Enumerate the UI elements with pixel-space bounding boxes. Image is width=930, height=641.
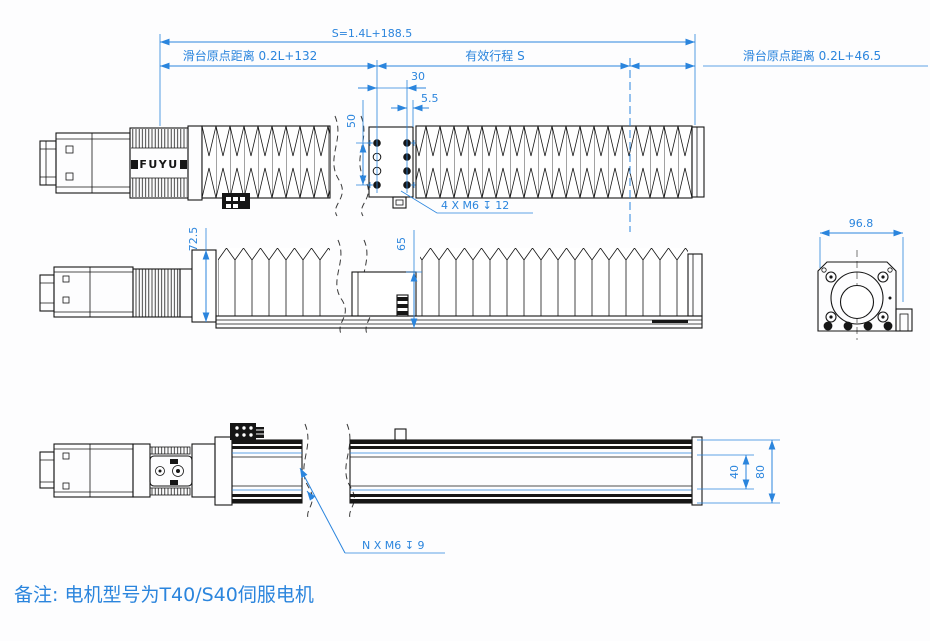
dimension-65: 65 [395,230,422,328]
end-flange-plan [214,436,233,506]
dimension-72-5: 72.5 [187,227,210,322]
view-top-plan-of-slider: FUYU [39,115,705,217]
motor-plan [39,443,134,498]
dim-80: 80 [754,465,767,479]
dimensions-top: S=1.4L+188.5 滑台原点距离 0.2L+132 有效行程 S 滑台原点… [159,27,928,232]
dim-5-5: 5.5 [421,92,439,105]
bellows-right-front [420,248,703,317]
callout-side-holes: N X M6 ↧ 9 [362,539,424,552]
coupling-ribs-front [133,269,180,317]
view-front-elevation: 72.5 65 [39,227,703,335]
break-line [336,239,346,335]
dim-65-text: 65 [395,237,408,251]
connector-under-motor [222,193,250,209]
dim-effective-travel: 有效行程 S [465,48,524,63]
dim-origin-left: 滑台原点距离 0.2L+132 [183,48,318,63]
dim-72-5-text: 72.5 [187,227,200,252]
view-bottom-plan: 40 80 N X M6 ↧ 9 [39,423,780,554]
dim-50: 50 [345,114,358,128]
dim-30: 30 [411,70,425,83]
break-line [333,115,343,217]
break-line [345,423,355,521]
rail-right-segment [349,428,703,506]
motor-front [39,266,134,318]
break-line [303,423,313,521]
motor-mount-plate [149,455,193,487]
dimensions-plan-right: 40 80 [697,439,780,504]
callout-side-holes-leader: N X M6 ↧ 9 [299,467,445,554]
remark-note: 备注: 电机型号为T40/S40伺服电机 [14,584,314,606]
view-side-end: 96.8 [817,217,913,340]
callout-top-holes: 4 X M6 ↧ 12 [441,199,509,212]
coupling-housing-top: FUYU [129,125,203,201]
base-rail-front [215,315,703,329]
slider-block-front [351,271,417,317]
bellows-left-front [218,248,330,316]
motor-top [39,132,131,194]
dim-96-8: 96.8 [849,217,874,230]
bellows-left-top [201,125,331,199]
dim-40: 40 [728,465,741,479]
dim-total-stroke: S=1.4L+188.5 [332,27,413,40]
drive-housing-front [191,249,217,323]
sensor-bracket [895,308,913,332]
brand-label: FUYU [139,158,178,171]
rail-left-segment [231,439,303,504]
break-line [359,115,369,217]
cable-connector-plan [230,423,264,440]
bellows-right-top [415,125,705,199]
dim-origin-right: 滑台原点距离 0.2L+46.5 [743,48,881,63]
